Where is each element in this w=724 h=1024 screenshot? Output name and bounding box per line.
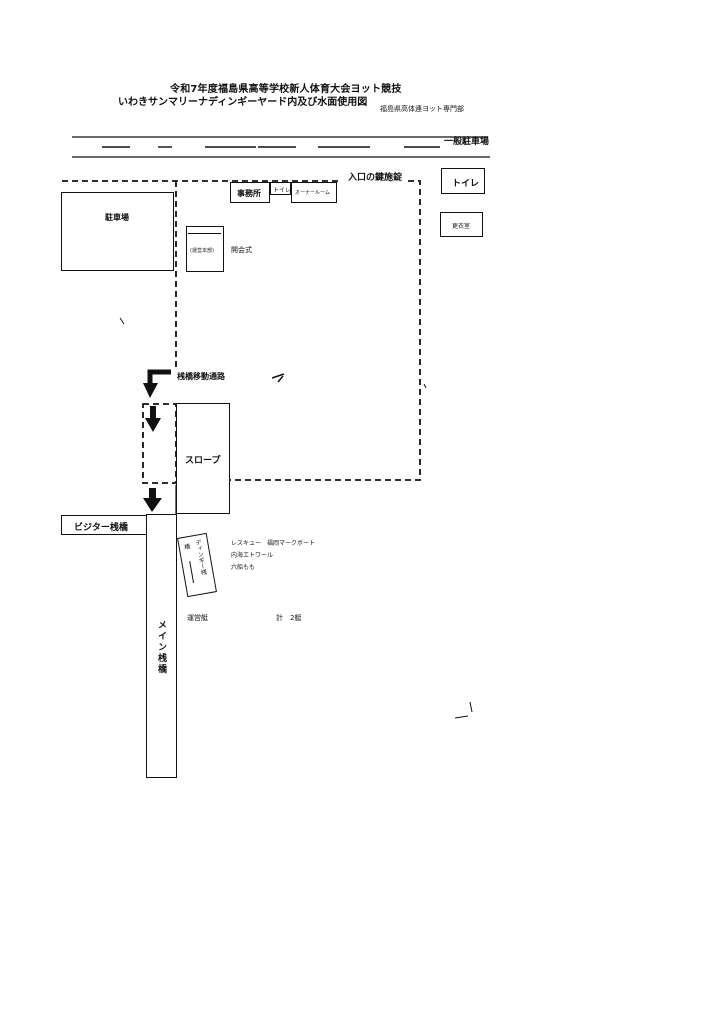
down-arrow-2-head	[143, 498, 162, 512]
parking-box: 駐車場	[61, 192, 174, 271]
toilet-right-label: トイレ	[452, 179, 480, 189]
slope-box: スロープ	[176, 403, 230, 514]
dinghy-side-label: 橋	[182, 543, 191, 551]
speck-mark	[119, 317, 125, 325]
rescue-line-2: 内海エトワール	[231, 552, 274, 559]
hq-box-line	[188, 233, 221, 234]
opening-label: 開会式	[231, 246, 252, 254]
changing-room-box: 更衣室	[440, 212, 483, 237]
entrance-lock-label: 入口の鍵施錠	[348, 173, 403, 183]
owner-room-box: オーナールーム	[291, 182, 337, 203]
hq-label: (運営本部)	[190, 248, 214, 254]
office-label: 事務所	[237, 189, 261, 198]
pier-route-label: 桟橋移動通路	[177, 372, 225, 381]
parking-label: 駐車場	[105, 213, 129, 222]
bent-arrow-head	[143, 383, 158, 398]
changing-room-label: 更衣室	[452, 223, 471, 230]
rescue-line-3: 六船もも	[231, 564, 256, 571]
owner-room-label: オーナールーム	[295, 190, 330, 196]
title-line-2: いわきサンマリーナディンギーヤード内及び水面使用図	[118, 97, 368, 108]
rescue-line-1: レスキュー 福岡マークボート	[231, 540, 316, 547]
toilet-small-box: トイレ	[270, 182, 291, 195]
title-line-1: 令和7年度福島県高等学校新人体育大会ヨット競技	[170, 84, 402, 95]
speck-mark-4	[423, 383, 427, 389]
bent-arrow-shaft	[147, 369, 171, 383]
pier-route-box	[142, 403, 177, 484]
toilet-right-box: トイレ	[441, 168, 485, 194]
down-arrow-1-head	[145, 418, 161, 432]
main-pier-box: メイン桟橋	[146, 514, 177, 778]
operation-boats-label: 運営艇	[187, 614, 208, 622]
visitor-pier-box: ビジター桟橋	[61, 515, 147, 535]
slope-label: スロープ	[185, 456, 221, 466]
dinghy-pier-label: ディンギー桟	[193, 538, 207, 576]
yard-boundary	[62, 180, 421, 481]
dinghy-pier-line	[189, 561, 195, 583]
visitor-pier-label: ビジター桟橋	[74, 523, 128, 533]
total-boats-label: 計 2艇	[276, 614, 302, 622]
speck-mark-2	[454, 715, 469, 719]
department-label: 福島県高体連ヨット専門部	[380, 105, 464, 113]
general-parking-label: 一般駐車場	[444, 137, 490, 147]
speck-mark-3	[469, 701, 473, 713]
mark-inside-yard	[271, 373, 285, 383]
main-pier-label: メイン桟橋	[156, 620, 166, 675]
hq-box: (運営本部)	[186, 226, 224, 272]
toilet-small-label: トイレ	[273, 187, 292, 194]
office-box: 事務所	[230, 182, 270, 203]
down-arrow-1-shaft	[150, 406, 156, 419]
down-arrow-2-shaft	[149, 488, 156, 499]
